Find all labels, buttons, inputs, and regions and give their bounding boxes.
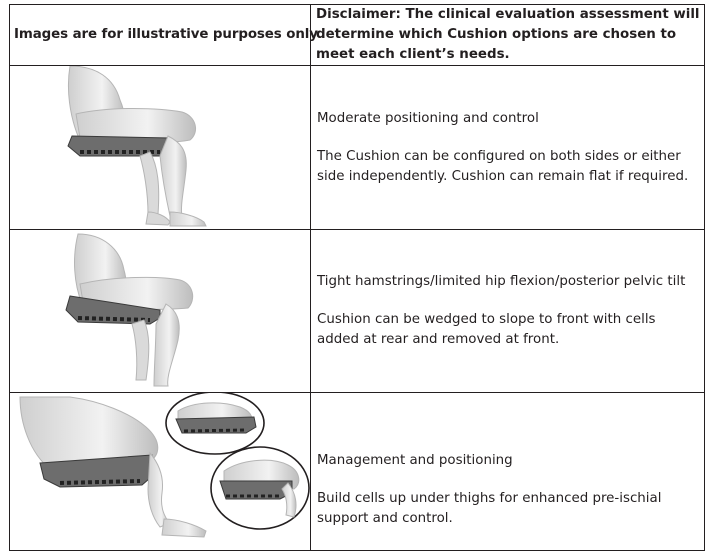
row-description: Build cells up under thighs for enhanced… <box>317 490 662 526</box>
image-cell <box>9 229 311 393</box>
header-left: Images are for illustrative purposes onl… <box>9 4 318 66</box>
row-title: Management and positioning <box>317 452 513 468</box>
seated-figure-with-thigh-support-callouts-image <box>19 393 310 538</box>
image-cell <box>9 392 311 551</box>
header-row: Images are for illustrative purposes onl… <box>9 4 705 66</box>
image-cell <box>9 65 311 230</box>
row-title: Moderate positioning and control <box>317 110 539 126</box>
row-description: Cushion can be wedged to slope to front … <box>317 312 656 347</box>
seated-figure-on-flat-cushion-image <box>67 66 207 227</box>
row-description: The Cushion can be configured on both si… <box>317 148 689 184</box>
header-disclaimer: Disclaimer: The clinical evaluation asse… <box>310 4 705 66</box>
description-cell: Management and positioning Build cells u… <box>310 392 705 551</box>
table-row: Moderate positioning and control The Cus… <box>9 65 705 230</box>
description-cell: Moderate positioning and control The Cus… <box>310 65 705 230</box>
table-row: Management and positioning Build cells u… <box>9 392 705 551</box>
description-cell: Tight hamstrings/limited hip flexion/pos… <box>310 229 705 393</box>
table-row: Tight hamstrings/limited hip flexion/pos… <box>9 229 705 393</box>
seated-figure-on-wedged-cushion-image <box>65 233 194 387</box>
row-title: Tight hamstrings/limited hip flexion/pos… <box>317 274 686 289</box>
cushion-options-table: Images are for illustrative purposes onl… <box>9 4 705 551</box>
